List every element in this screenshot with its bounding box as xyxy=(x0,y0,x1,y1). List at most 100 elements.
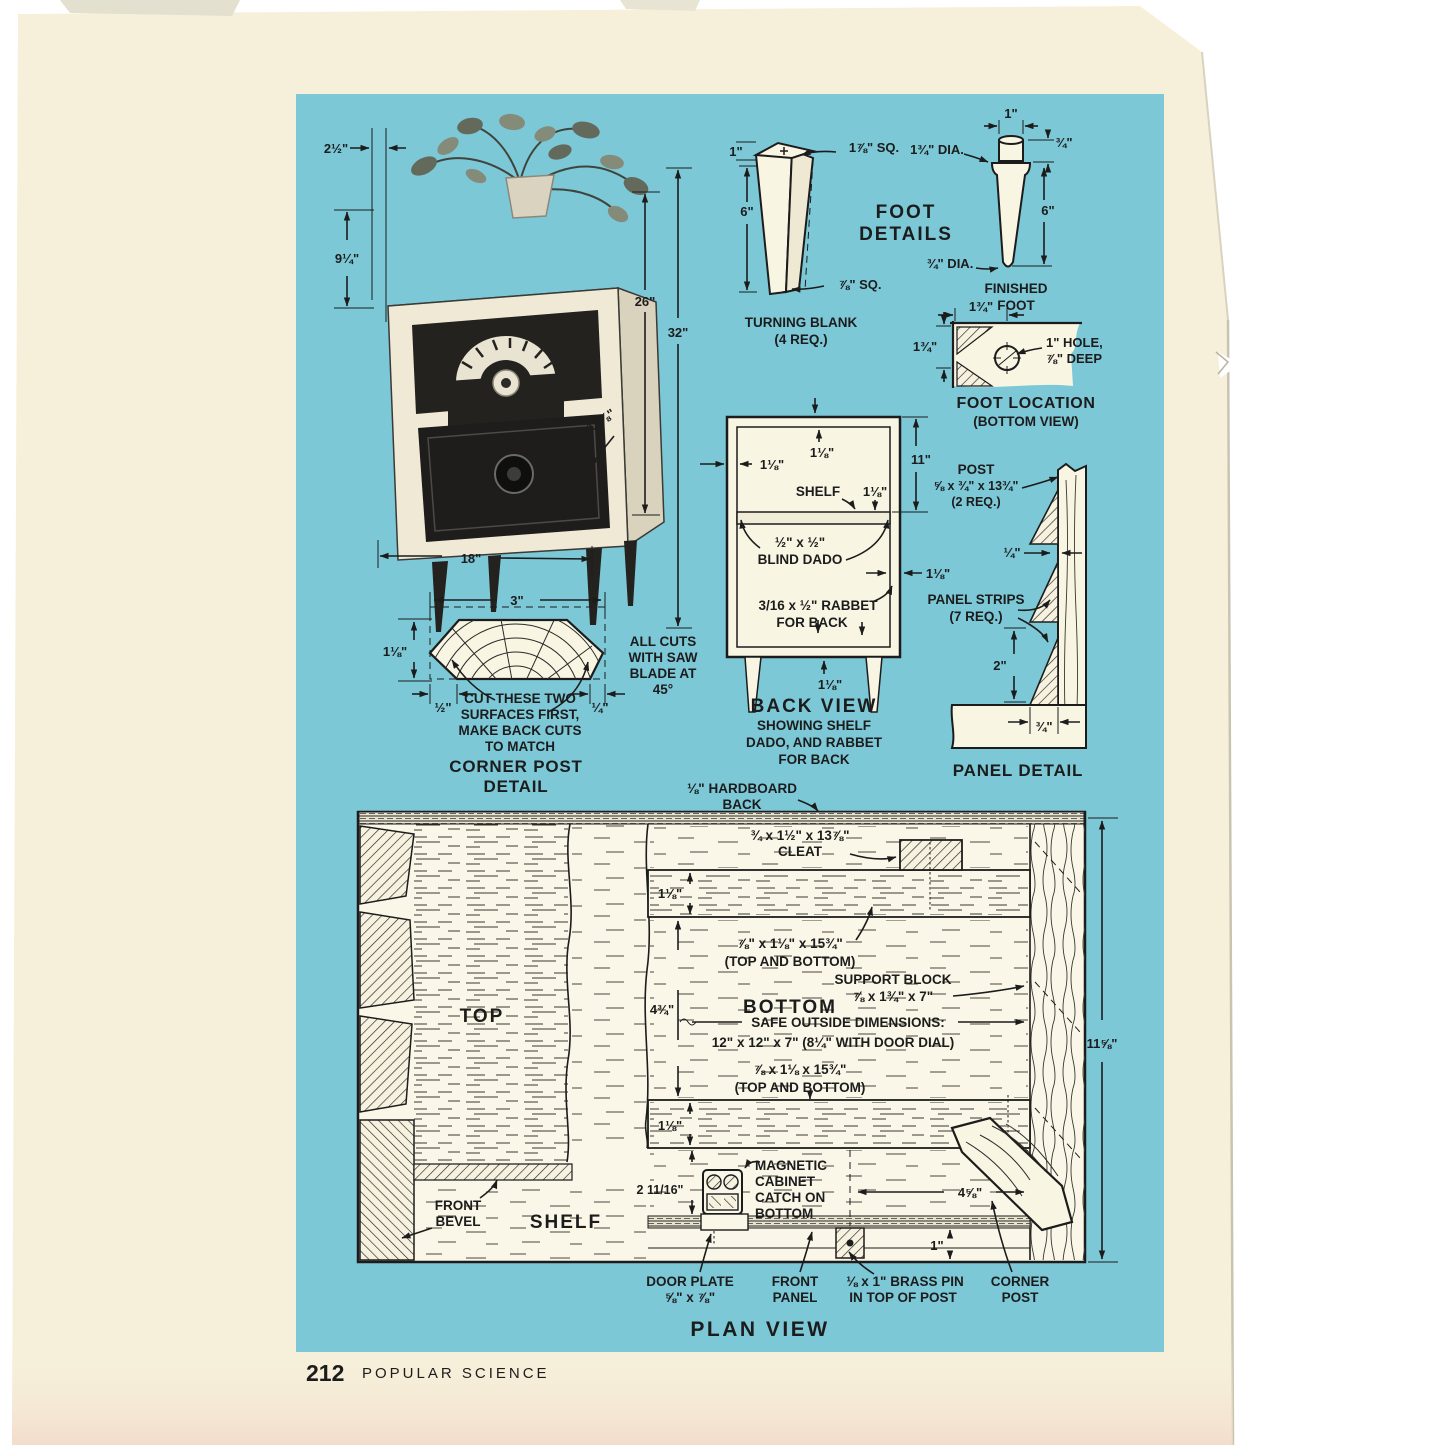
dim-body-height: 26" xyxy=(635,294,656,309)
note-saw-4: 45° xyxy=(653,682,673,697)
panel-strip-1 xyxy=(1028,489,1059,545)
plan-top-label: TOP xyxy=(460,1006,505,1027)
bv-caption-3: DADO, AND RABBET xyxy=(746,735,883,750)
foot-heading-2: DETAILS xyxy=(859,224,953,245)
plan-dim-one: 1" xyxy=(930,1238,943,1253)
plan-corner-post xyxy=(950,1116,1074,1232)
plan-dim-depth: 11⅝" xyxy=(1087,1036,1118,1051)
dim-foot-location-y: 1¾" xyxy=(913,339,937,354)
plan-shelf-label: SHELF xyxy=(530,1212,602,1233)
pd-strips-1: PANEL STRIPS xyxy=(927,592,1024,607)
plan-dim-mid: 4¾" xyxy=(650,1002,674,1017)
plan-corner-post-1: CORNER xyxy=(991,1274,1050,1289)
dim-foot-top: 1" xyxy=(1004,106,1017,121)
plant-pot xyxy=(505,174,555,219)
plan-hardboard-1: ⅛" HARDBOARD xyxy=(687,781,797,796)
plant-leaves xyxy=(411,113,649,223)
plan-door-plate-1: DOOR PLATE xyxy=(646,1274,734,1289)
bv-shelf-label: SHELF xyxy=(796,484,840,499)
left-panel-strips xyxy=(359,825,415,1261)
bv-rabbet-2: FOR BACK xyxy=(776,615,847,630)
dim-post-thickness: 1⅛" xyxy=(383,644,407,659)
pd-post-2: ⅝ x ¾" x 13¾" xyxy=(934,479,1019,493)
corner-post-title-2: DETAIL xyxy=(484,777,549,796)
plan-brass-pin-2: IN TOP OF POST xyxy=(849,1290,957,1305)
dim-foot-location-x: 1¾" xyxy=(969,299,993,314)
cabinet-photo: 2½" 9¼" 26" 32" 11⅝" 18" xyxy=(324,113,692,632)
note-cut-2: SURFACES FIRST, xyxy=(461,707,580,722)
plan-rail-bottom-2: (TOP AND BOTTOM) xyxy=(735,1080,866,1095)
dim-blank-bottom-sq: ⅞" SQ. xyxy=(838,277,881,292)
dim-overall-height: 32" xyxy=(668,325,689,340)
bv-dim-right: 1⅛" xyxy=(926,566,950,581)
note-saw-3: BLADE AT xyxy=(630,666,697,681)
bv-dim-top: 1⅛" xyxy=(810,445,834,460)
pd-caption: PANEL DETAIL xyxy=(953,761,1084,780)
finished-foot: 1" ¾" 1¾" DIA. 6" ¾" DIA. FINISHED FOOT xyxy=(910,106,1072,313)
hole-note-1: 1" HOLE, xyxy=(1046,335,1103,350)
dim-foot-height: 6" xyxy=(1041,203,1054,218)
plan-dim-rail-bottom: 1⅛" xyxy=(658,1118,682,1133)
finished-foot-caption-2: FOOT xyxy=(997,298,1035,313)
dim-foot-top-dia: 1¾" DIA. xyxy=(910,142,964,157)
plan-safe-2: 12" x 12" x 7" (8¼" WITH DOOR DIAL) xyxy=(712,1035,954,1050)
note-cut-3: MAKE BACK CUTS xyxy=(459,723,582,738)
panel-strip-2 xyxy=(1028,561,1059,623)
panel-bottom-board xyxy=(950,704,1087,749)
pd-post-1: POST xyxy=(958,462,996,477)
dim-post-width: 3" xyxy=(510,593,523,608)
pd-dim-quarter: ¼" xyxy=(1003,545,1020,560)
plan-bevel-2: BEVEL xyxy=(435,1214,480,1229)
corner-post-section xyxy=(428,618,605,681)
dim-blank-top: 1" xyxy=(729,144,742,159)
pd-dim-bottom: ¾" xyxy=(1035,719,1052,734)
cleat-block xyxy=(899,839,963,871)
bv-dado-2: BLIND DADO xyxy=(758,552,843,567)
magazine-name: POPULAR SCIENCE xyxy=(362,1365,550,1382)
dim-foot-bottom-dia: ¾" DIA. xyxy=(927,256,974,271)
dim-blank-top-sq: 1⅞" SQ. xyxy=(849,140,899,155)
plan-door-plate-2: ⅝" x ⅞" xyxy=(665,1290,715,1305)
plan-catch-1: MAGNETIC xyxy=(755,1158,827,1173)
bv-rabbet-1: 3/16 x ½" RABBET xyxy=(759,598,879,613)
bv-dado-1: ½" x ½" xyxy=(775,535,825,550)
door-plate xyxy=(700,1213,749,1231)
plan-bevel-1: FRONT xyxy=(435,1198,482,1213)
corner-post-detail: 3" 1⅛" ½" ¼" CUT THESE TWO SURFACES FIRS… xyxy=(383,592,698,796)
blank-caption-2: (4 REQ.) xyxy=(774,332,827,347)
panel-detail: POST ⅝ x ¾" x 13¾" (2 REQ.) ¼" PANEL STR… xyxy=(927,462,1087,780)
front-bevel-strip xyxy=(413,1163,573,1181)
foot-heading-1: FOOT xyxy=(876,202,937,223)
pd-post-3: (2 REQ.) xyxy=(951,495,1000,509)
note-cut-4: TO MATCH xyxy=(485,739,555,754)
wood-grain xyxy=(430,620,603,679)
plan-dim-catch: 4⅝" xyxy=(958,1185,982,1200)
turning-blank: 1" 1⅞" SQ. 6" ⅞" SQ. TURNING BLANK (4 RE… xyxy=(729,140,899,347)
page-number: 212 xyxy=(306,1360,344,1386)
shelf-edge xyxy=(736,511,891,525)
plan-support-1: SUPPORT BLOCK xyxy=(834,972,951,987)
plan-rail-bottom-1: ⅞ x 1⅛ x 15¾" xyxy=(754,1062,847,1077)
dim-top-inset: 2½" xyxy=(324,141,348,156)
back-view: 1⅛" 1⅛" SHELF 1⅛" 11" ½" x ½" BLIND DADO… xyxy=(700,398,950,767)
plan-rail-top-1: ⅞" x 1⅛" x 15¾" xyxy=(737,936,843,951)
plan-dim-rail-top: 1⅛" xyxy=(658,886,682,901)
foot-location: 1¾" 1¾" 1" HOLE, ⅞" DEEP FOOT LOCATION (… xyxy=(913,299,1103,429)
dim-foot-tenon: ¾" xyxy=(1055,135,1072,150)
finished-foot-caption-1: FINISHED xyxy=(984,281,1047,296)
back-view-leg-right xyxy=(865,656,883,713)
plan-cleat-1: ¾ x 1½" x 13⅞" xyxy=(750,828,849,843)
dim-width: 18" xyxy=(461,551,482,566)
hardboard-back-strip xyxy=(358,811,1085,825)
plan-catch-4: BOTTOM xyxy=(755,1206,813,1221)
pd-strips-2: (7 REQ.) xyxy=(949,609,1002,624)
plan-front-panel-2: PANEL xyxy=(773,1290,818,1305)
left-corner-post-block xyxy=(359,1119,415,1261)
plan-front-panel-1: FRONT xyxy=(772,1274,819,1289)
plan-corner-post-2: POST xyxy=(1002,1290,1040,1305)
dim-blank-height: 6" xyxy=(740,204,753,219)
magnetic-catch xyxy=(702,1169,743,1244)
pd-dim-two: 2" xyxy=(993,658,1006,673)
cabinet-legs xyxy=(432,540,637,632)
